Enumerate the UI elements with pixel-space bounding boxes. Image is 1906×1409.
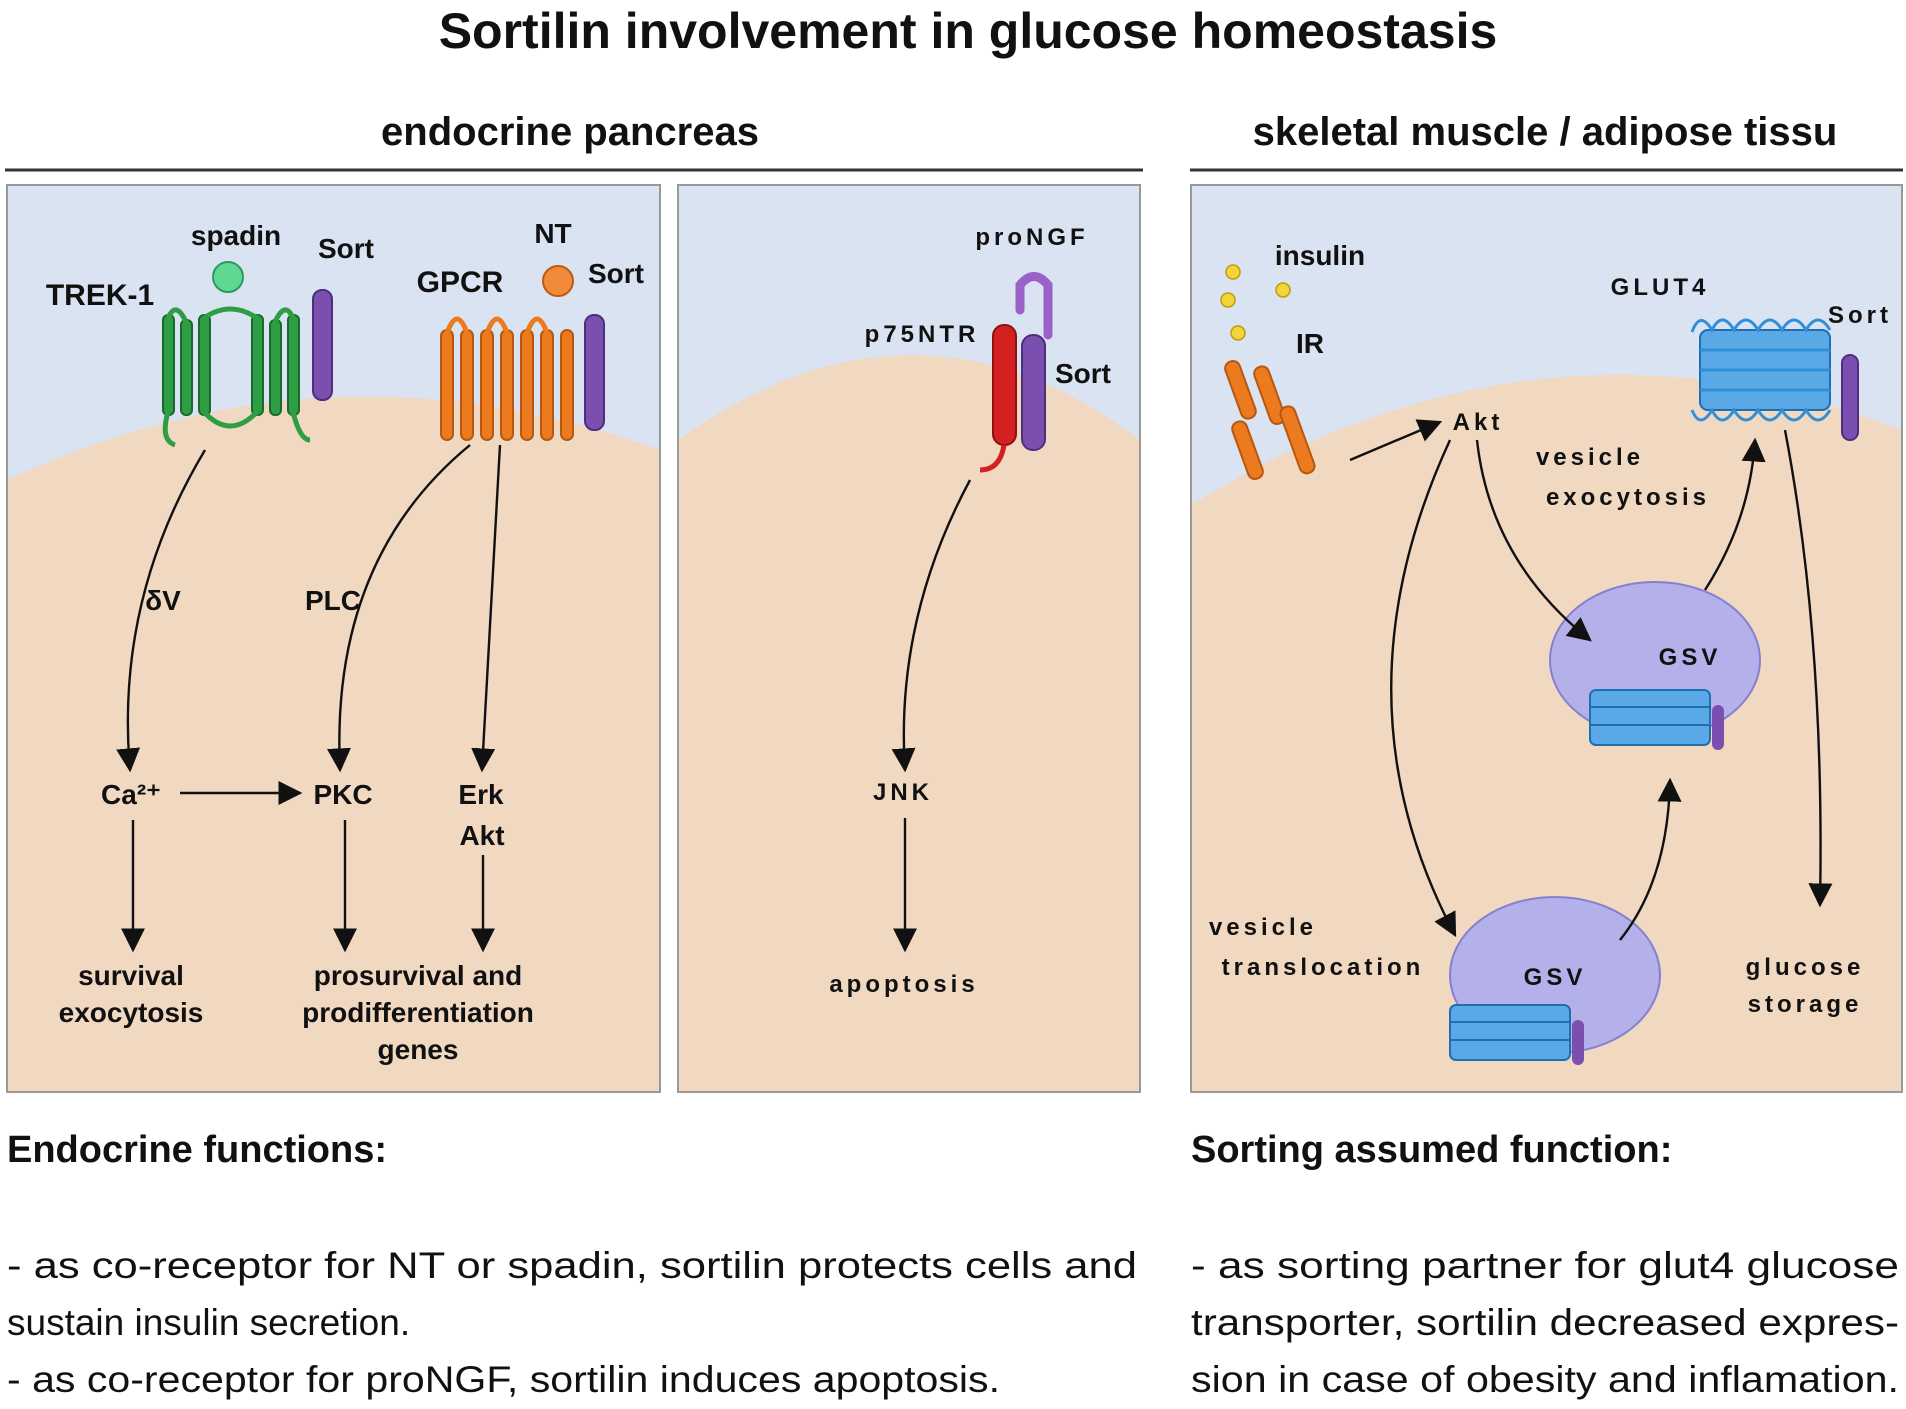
gsv-top-glut4 [1589,689,1724,750]
arrow-glut4-to-storage [1783,429,1833,908]
endocrine-line-2: sustain insulin secretion. [7,1302,410,1343]
label-sort-p3: Sort [1828,302,1892,329]
label-nt: NT [534,218,571,249]
sortilin-p2 [1021,334,1046,451]
outcome-survival: survival [78,960,184,991]
label-akt-p3: Akt [1453,409,1504,436]
label-p75ntr: p75NTR [865,321,980,348]
panel-prongf: proNGF p75NTR Sort JNK apoptosis [677,184,1141,1093]
sorting-line-3: sion in case of obesity and inflamation. [1191,1359,1899,1400]
label-vesicle-translocation-1: vesicle [1209,914,1317,941]
label-prongf: proNGF [975,224,1088,251]
sorting-line-1: - as sorting partner for glut4 glucose [1191,1245,1899,1286]
arrow-ir-to-akt [1349,419,1443,462]
arrow-akt-to-gsv-top [1475,439,1592,642]
arrow-trek1-to-ca [116,449,207,773]
heading-sorting-function: Sorting assumed function: [1191,1129,1672,1171]
sorting-line-2: transporter, sortilin decreased expres- [1191,1302,1899,1343]
outcome-prodifferentiation: prodifferentiation [302,997,534,1028]
label-akt-p1: Akt [459,820,504,851]
label-erk: Erk [458,779,504,810]
label-glut4: GLUT4 [1611,274,1710,301]
label-glucose-storage-1: glucose [1746,954,1865,981]
heading-endocrine-functions: Endocrine functions: [7,1129,387,1171]
arrow-p75ntr-to-jnk [891,479,972,773]
sortilin-a [312,289,333,401]
label-dv: δV [145,585,181,616]
endocrine-line-1: - as co-receptor for NT or spadin, sorti… [7,1245,1137,1286]
gpcr-receptor [440,316,574,441]
label-apoptosis: apoptosis [829,971,978,998]
label-insulin: insulin [1275,240,1365,271]
label-spadin: spadin [191,220,281,251]
prongf-ligand [1015,272,1053,340]
arrow-gsv-bottom-to-top [1619,777,1682,941]
label-vesicle-translocation-2: translocation [1222,954,1425,981]
gsv-bottom-glut4 [1449,1004,1584,1065]
outcome-prosurvival: prosurvival and [314,960,523,991]
label-gsv-top: GSV [1659,644,1722,671]
glut4-transporter [1690,318,1832,422]
sorting-function-block: Sorting assumed function: - as sorting p… [1191,1129,1899,1400]
label-ir: IR [1296,328,1324,359]
outcome-exocytosis: exocytosis [59,997,204,1028]
sortilin-b [584,314,605,431]
arrow-akt-to-gsv-bottom [1390,439,1457,938]
label-sort-b: Sort [588,258,644,289]
label-trek1: TREK-1 [46,279,154,312]
label-sort-a: Sort [318,233,374,264]
arrow-gsv-top-to-membrane [1703,437,1766,591]
endocrine-line-3: - as co-receptor for proNGF, sortilin in… [7,1359,1000,1400]
section-endocrine-pancreas: endocrine pancreas [381,110,759,154]
section-skeletal-muscle: skeletal muscle / adipose tissu [1253,110,1838,154]
arrow-gpcr-to-erk [471,444,502,773]
label-glucose-storage-2: storage [1748,991,1863,1018]
arrow-gpcr-to-pkc [326,444,471,773]
nt-ligand [542,265,574,297]
panel-glut4: insulin IR GLUT4 Sort Akt vesicle exocyt… [1190,184,1903,1093]
p75ntr-receptor [992,324,1017,446]
label-gsv-bottom: GSV [1524,964,1587,991]
outcome-genes: genes [378,1034,459,1065]
label-vesicle-exocytosis-2: exocytosis [1546,484,1710,511]
label-pkc: PKC [313,779,372,810]
label-jnk: JNK [873,779,933,806]
endocrine-functions-block: Endocrine functions: - as co-receptor fo… [7,1129,1137,1400]
sortilin-p3 [1841,354,1859,441]
insulin-receptor [1224,360,1316,480]
panel-endocrine-receptors: spadin TREK-1 Sort NT Sort [6,184,661,1093]
trek1-channel [162,306,311,448]
insulin-molecules [1220,264,1291,341]
label-ca: Ca²⁺ [101,779,161,810]
cytoplasm [7,396,660,1092]
label-plc: PLC [305,585,361,616]
label-vesicle-exocytosis-1: vesicle [1536,444,1644,471]
spadin-ligand [212,261,244,293]
label-gpcr: GPCR [417,266,504,299]
label-sort-p2: Sort [1055,358,1111,389]
figure-title: Sortilin involvement in glucose homeosta… [439,3,1498,59]
